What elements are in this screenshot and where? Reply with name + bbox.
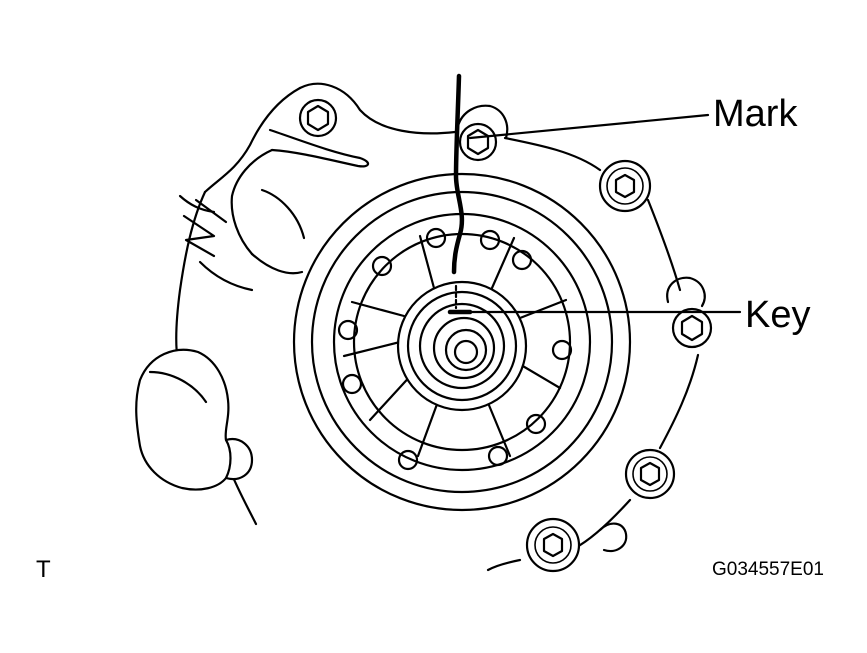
bolt-right: [666, 276, 713, 349]
corner-letter: T: [36, 556, 51, 583]
bolt-lower-right: [624, 448, 676, 500]
lower-left-boss: [135, 348, 254, 491]
bolt-top-center: [456, 104, 509, 162]
figure-code: G034557E01: [712, 559, 824, 580]
bolt-bottom: [525, 517, 628, 573]
left-bracket: [178, 128, 370, 292]
mark-label: Mark: [713, 93, 798, 135]
bolt-top-left: [298, 98, 338, 138]
alignment-mark-line: [451, 73, 465, 275]
center-hub: [396, 280, 528, 412]
mark-leader-line: [468, 113, 710, 140]
impeller-lobes: [337, 227, 573, 471]
bolt-top-right: [598, 159, 652, 213]
key-label: Key: [745, 294, 810, 336]
